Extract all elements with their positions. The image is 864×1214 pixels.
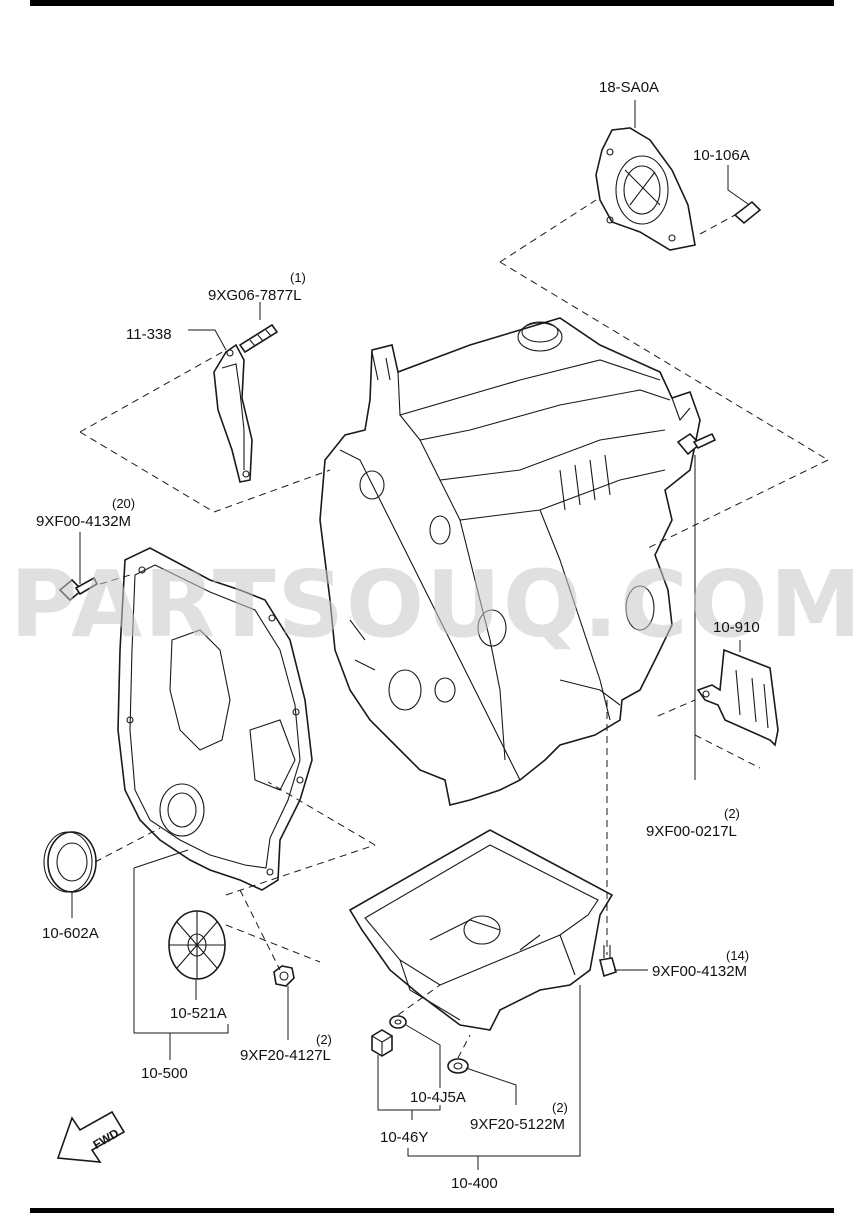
label-9XF00-0217L[interactable]: 9XF00-0217L bbox=[646, 823, 737, 840]
top-border bbox=[30, 0, 834, 6]
rear-oil-seal-housing[interactable] bbox=[595, 127, 696, 251]
label-9XG06-7877L[interactable]: 9XG06-7877L bbox=[208, 287, 301, 304]
oil-pan[interactable] bbox=[348, 829, 614, 1031]
drain-plug[interactable] bbox=[371, 1029, 393, 1057]
label-11-338[interactable]: 11-338 bbox=[126, 326, 172, 343]
qty-9XF00-4132M-14: (14) bbox=[726, 948, 749, 963]
shield-bolt[interactable] bbox=[676, 432, 717, 456]
qty-9XF20-5122M: (2) bbox=[552, 1100, 568, 1115]
drain-gasket[interactable] bbox=[389, 1015, 407, 1029]
washer[interactable] bbox=[447, 1058, 469, 1074]
timing-cover[interactable] bbox=[117, 547, 313, 891]
assembly-lines bbox=[79, 199, 829, 1059]
engine-assembly bbox=[319, 317, 701, 806]
label-10-602A[interactable]: 10-602A bbox=[42, 925, 99, 942]
label-9XF20-4127L[interactable]: 9XF20-4127L bbox=[240, 1047, 331, 1064]
qty-9XF00-0217L: (2) bbox=[724, 806, 740, 821]
bottom-border bbox=[30, 1208, 834, 1213]
label-10-500[interactable]: 10-500 bbox=[141, 1065, 188, 1082]
watermark: PARTSOUQ.COM bbox=[10, 551, 863, 658]
fwd-direction-arrow: FWD bbox=[56, 1110, 126, 1163]
front-oil-seal[interactable] bbox=[43, 831, 97, 893]
cover-nut[interactable] bbox=[273, 965, 295, 987]
timing-cover-plug[interactable] bbox=[168, 910, 226, 980]
qty-9XF20-4127L: (2) bbox=[316, 1032, 332, 1047]
callout-labels: 18-SA0A 10-106A (1) 9XG06-7877L 11-338 (… bbox=[36, 79, 760, 1192]
label-9XF00-4132M-20[interactable]: 9XF00-4132M bbox=[36, 513, 131, 530]
label-10-106A[interactable]: 10-106A bbox=[693, 147, 750, 164]
qty-9XG06-7877L: (1) bbox=[290, 270, 306, 285]
oil-pan-bolt[interactable] bbox=[599, 945, 617, 978]
label-9XF00-4132M-14[interactable]: 9XF00-4132M bbox=[652, 963, 747, 980]
heat-shield[interactable] bbox=[696, 648, 779, 747]
label-10-400[interactable]: 10-400 bbox=[451, 1175, 498, 1192]
label-9XF20-5122M[interactable]: 9XF20-5122M bbox=[470, 1116, 565, 1133]
qty-9XF00-4132M-20: (20) bbox=[112, 496, 135, 511]
label-18-SA0A[interactable]: 18-SA0A bbox=[599, 79, 659, 96]
label-10-4J5A[interactable]: 10-4J5A bbox=[410, 1089, 466, 1106]
leader-lines bbox=[71, 100, 749, 1170]
label-10-521A[interactable]: 10-521A bbox=[170, 1005, 227, 1022]
housing-bolt[interactable] bbox=[733, 200, 762, 225]
label-10-46Y[interactable]: 10-46Y bbox=[380, 1129, 428, 1146]
label-10-910[interactable]: 10-910 bbox=[713, 619, 760, 636]
stud-bolt[interactable] bbox=[238, 323, 279, 354]
cover-bolt[interactable] bbox=[58, 576, 99, 602]
gasket[interactable] bbox=[213, 343, 253, 483]
